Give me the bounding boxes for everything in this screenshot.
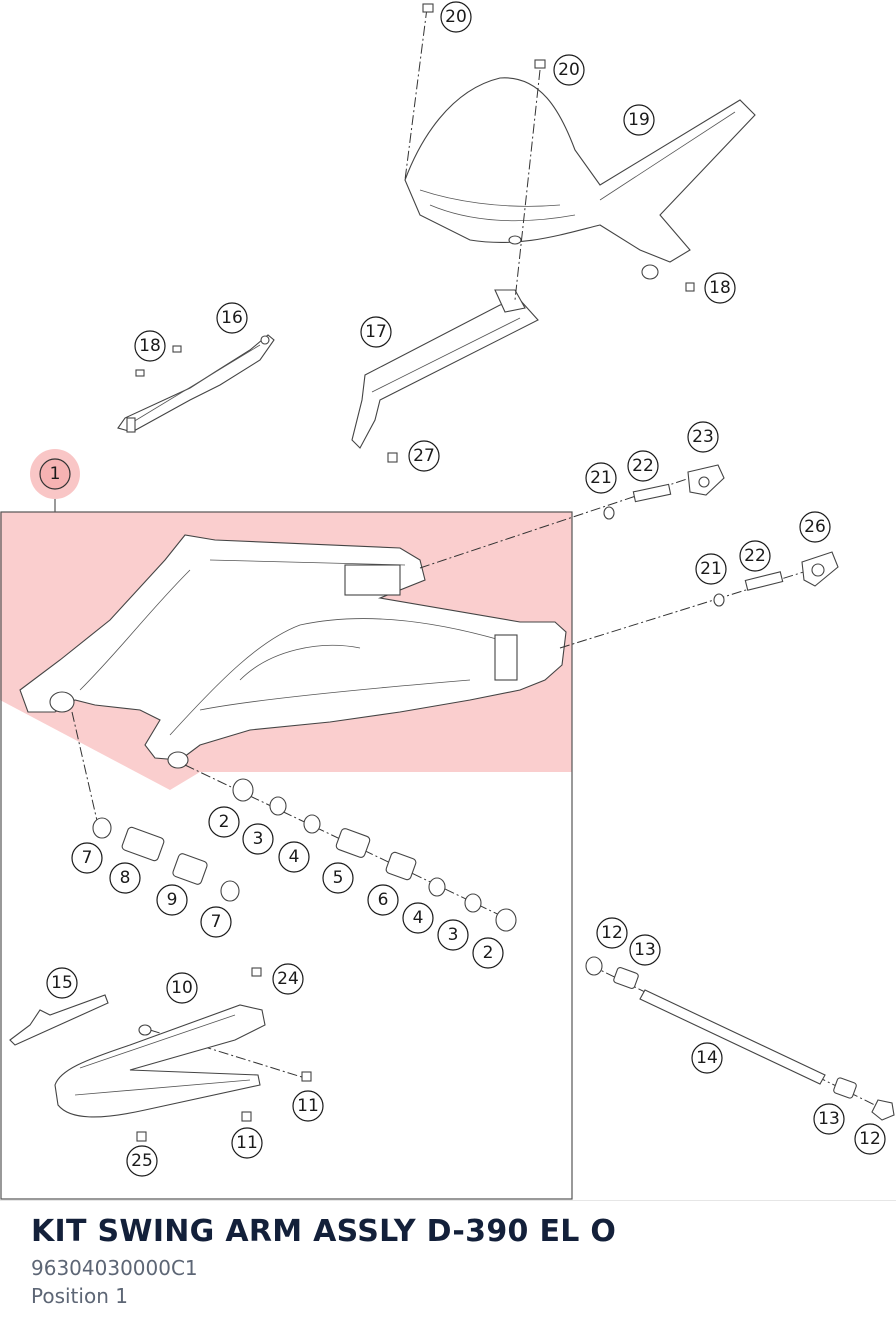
callout-11-right[interactable]: 11	[292, 1090, 324, 1122]
callout-2-right[interactable]: 2	[472, 937, 504, 969]
kit-title: KIT SWING ARM ASSLY D-390 EL O	[31, 1214, 617, 1249]
callout-5[interactable]: 5	[322, 862, 354, 894]
callout-12-right[interactable]: 12	[854, 1123, 886, 1155]
svg-text:14: 14	[696, 1048, 718, 1068]
kit-boundary-frame	[0, 511, 573, 1200]
svg-text:7: 7	[82, 848, 93, 868]
callout-21-lower[interactable]: 21	[695, 553, 727, 585]
callout-24[interactable]: 24	[272, 963, 304, 995]
svg-text:18: 18	[709, 278, 731, 298]
svg-text:23: 23	[692, 427, 714, 447]
svg-text:18: 18	[139, 336, 161, 356]
callout-8[interactable]: 8	[109, 862, 141, 894]
callout-4-left[interactable]: 4	[278, 841, 310, 873]
svg-text:8: 8	[120, 868, 131, 888]
callout-23[interactable]: 23	[687, 421, 719, 453]
callout-22-lower[interactable]: 22	[739, 540, 771, 572]
callout-11-left[interactable]: 11	[231, 1127, 263, 1159]
callout-20-top[interactable]: 20	[440, 1, 472, 33]
svg-text:11: 11	[297, 1096, 319, 1116]
svg-text:2: 2	[219, 812, 230, 832]
kit-position: Position 1	[31, 1284, 128, 1308]
callout-26[interactable]: 26	[799, 511, 831, 543]
svg-text:4: 4	[289, 847, 300, 867]
svg-text:21: 21	[590, 468, 612, 488]
callout-15[interactable]: 15	[46, 967, 78, 999]
svg-text:22: 22	[744, 546, 766, 566]
svg-text:1: 1	[50, 464, 61, 484]
callout-20-mid[interactable]: 20	[553, 54, 585, 86]
svg-text:2: 2	[483, 943, 494, 963]
kit-info-panel	[0, 1200, 896, 1336]
svg-text:6: 6	[378, 890, 389, 910]
chain-guard-part	[351, 289, 539, 449]
callout-14[interactable]: 14	[691, 1042, 723, 1074]
callout-9[interactable]: 9	[156, 884, 188, 916]
callout-13-left[interactable]: 13	[629, 934, 661, 966]
callout-1-selected[interactable]: 1	[39, 458, 71, 490]
svg-text:4: 4	[413, 908, 424, 928]
svg-text:25: 25	[131, 1151, 153, 1171]
callout-17[interactable]: 17	[360, 316, 392, 348]
svg-text:11: 11	[236, 1133, 258, 1153]
callout-3-left[interactable]: 3	[242, 823, 274, 855]
callout-4-right[interactable]: 4	[402, 902, 434, 934]
callout-27[interactable]: 27	[408, 440, 440, 472]
callout-18-right[interactable]: 18	[704, 272, 736, 304]
bushing-bearing-parts	[92, 778, 517, 932]
callout-13-right[interactable]: 13	[813, 1103, 845, 1135]
svg-text:26: 26	[804, 517, 826, 537]
callout-2-left[interactable]: 2	[208, 806, 240, 838]
bolt-parts	[135, 3, 695, 1142]
rear-fender-part	[404, 77, 756, 280]
svg-text:3: 3	[448, 925, 459, 945]
svg-text:16: 16	[221, 308, 243, 328]
callout-21-upper[interactable]: 21	[585, 462, 617, 494]
callout-7-right[interactable]: 7	[200, 906, 232, 938]
swing-arm-part	[19, 534, 567, 769]
svg-text:10: 10	[171, 978, 193, 998]
callout-22-upper[interactable]: 22	[627, 450, 659, 482]
chain-guide-bracket-part	[117, 334, 275, 433]
kit-part-number: 96304030000C1	[31, 1256, 198, 1280]
lower-pivot-parts	[713, 551, 839, 607]
callout-6[interactable]: 6	[367, 884, 399, 916]
callout-12-left[interactable]: 12	[596, 917, 628, 949]
upper-pivot-parts	[603, 464, 725, 520]
callout-18-left[interactable]: 18	[134, 330, 166, 362]
svg-text:12: 12	[601, 923, 623, 943]
svg-text:13: 13	[634, 940, 656, 960]
svg-text:24: 24	[277, 969, 299, 989]
svg-text:21: 21	[700, 559, 722, 579]
callout-25[interactable]: 25	[126, 1145, 158, 1177]
svg-text:3: 3	[253, 829, 264, 849]
svg-text:22: 22	[632, 456, 654, 476]
svg-text:12: 12	[859, 1129, 881, 1149]
svg-text:5: 5	[333, 868, 344, 888]
svg-text:15: 15	[51, 973, 73, 993]
axle-parts	[585, 956, 895, 1121]
svg-text:19: 19	[628, 110, 650, 130]
callout-10[interactable]: 10	[166, 972, 198, 1004]
svg-text:7: 7	[211, 912, 222, 932]
svg-text:20: 20	[558, 60, 580, 80]
svg-text:9: 9	[167, 890, 178, 910]
callout-7-left[interactable]: 7	[71, 842, 103, 874]
callout-16[interactable]: 16	[216, 302, 248, 334]
exploded-parts-diagram: 20 20 19 18 16 18 17 27 1 23 22 21 26 22…	[0, 1, 895, 1200]
callout-3-right[interactable]: 3	[437, 919, 469, 951]
callout-19[interactable]: 19	[623, 104, 655, 136]
chain-slider-parts	[9, 994, 266, 1118]
svg-text:13: 13	[818, 1109, 840, 1129]
svg-text:27: 27	[413, 446, 435, 466]
svg-text:20: 20	[445, 7, 467, 27]
svg-text:17: 17	[365, 322, 387, 342]
